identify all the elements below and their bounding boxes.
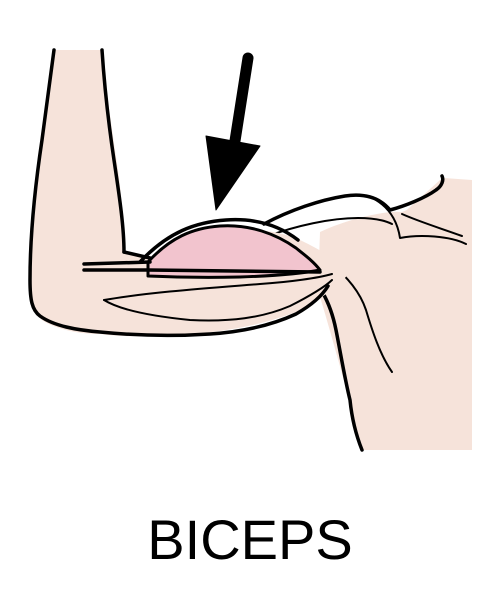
arrow-head [205,135,261,211]
shoulder-inner-line-2 [401,213,463,237]
shoulder-outline [262,174,445,226]
triceps-contour-2 [103,279,333,322]
forearm-outline-left [28,48,330,338]
elbow-crease-top [82,260,152,266]
down-arrow-icon [205,52,261,211]
biceps-muscle [146,224,322,279]
shoulder-contour [267,217,393,237]
forearm-outline-right [100,48,126,254]
pictogram-caption: BICEPS [147,508,353,571]
elbow-crease-inner [122,250,152,260]
shoulder-inner-line [375,199,467,245]
triceps-contour [103,273,333,301]
shoulder-shape [318,178,472,450]
elbow-crease-bottom [82,268,322,274]
biceps-top-outline [138,217,300,264]
